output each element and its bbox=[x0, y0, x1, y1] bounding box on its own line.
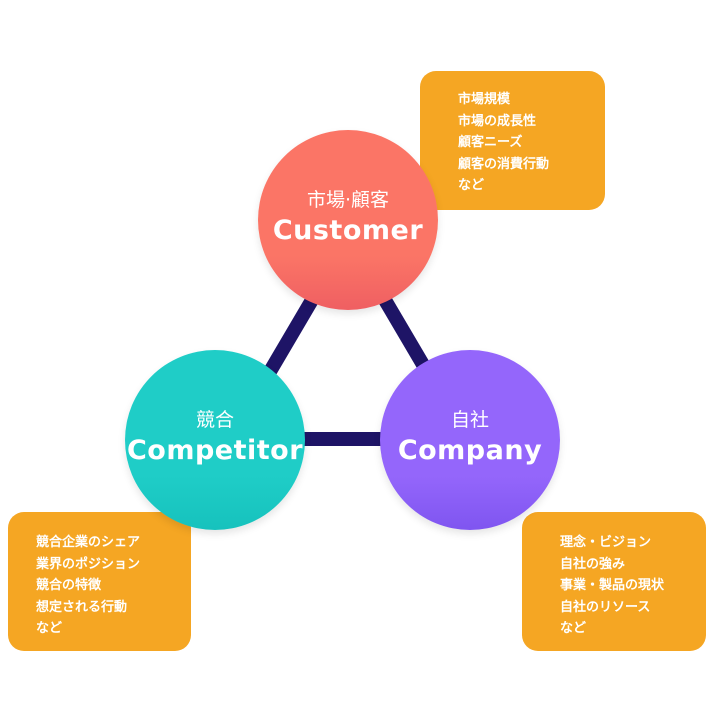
competitor-detail-item: 想定される行動 bbox=[36, 599, 128, 615]
company-circle: 自社 Company bbox=[380, 350, 560, 530]
company-detail-item: 自社の強み bbox=[560, 556, 626, 572]
customer-jp-label: 市場·顧客 bbox=[306, 189, 390, 211]
company-jp-label: 自社 bbox=[450, 409, 489, 431]
company-detail-list: 理念・ビジョン 自社の強み 事業・製品の現状 自社のリソース など bbox=[560, 532, 706, 640]
competitor-detail-item: 業界のポジション bbox=[36, 556, 141, 572]
company-en-label: Company bbox=[397, 435, 543, 466]
company-detail-item: 理念・ビジョン bbox=[560, 535, 652, 550]
competitor-en-label: Competitor bbox=[126, 435, 304, 466]
competitor-detail-list: 競合企業のシェア 業界のポジション 競合の特徴 想定される行動 など bbox=[36, 532, 191, 640]
customer-detail-item: など bbox=[458, 178, 485, 193]
competitor-detail-box: 競合企業のシェア 業界のポジション 競合の特徴 想定される行動 など bbox=[8, 512, 191, 651]
company-detail-item: 自社のリソース bbox=[560, 599, 651, 615]
competitor-detail-item: など bbox=[36, 621, 63, 636]
customer-detail-box: 市場規模 市場の成長性 顧客ニーズ 顧客の消費行動 など bbox=[420, 71, 605, 210]
competitor-detail-item: 競合企業のシェア bbox=[36, 535, 141, 550]
customer-detail-item: 市場の成長性 bbox=[458, 113, 537, 129]
customer-detail-item: 顧客ニーズ bbox=[458, 135, 523, 150]
customer-en-label: Customer bbox=[272, 215, 424, 246]
customer-circle: 市場·顧客 Customer bbox=[258, 130, 438, 310]
customer-detail-item: 顧客の消費行動 bbox=[458, 156, 550, 172]
competitor-detail-item: 競合の特徴 bbox=[36, 578, 102, 593]
company-detail-item: 事業・製品の現状 bbox=[560, 578, 665, 593]
company-detail-item: など bbox=[560, 621, 587, 636]
customer-detail-list: 市場規模 市場の成長性 顧客ニーズ 顧客の消費行動 など bbox=[458, 89, 605, 197]
competitor-circle: 競合 Competitor bbox=[125, 350, 305, 530]
customer-detail-item: 市場規模 bbox=[458, 92, 511, 107]
competitor-jp-label: 競合 bbox=[195, 409, 234, 431]
company-detail-box: 理念・ビジョン 自社の強み 事業・製品の現状 自社のリソース など bbox=[522, 512, 706, 651]
